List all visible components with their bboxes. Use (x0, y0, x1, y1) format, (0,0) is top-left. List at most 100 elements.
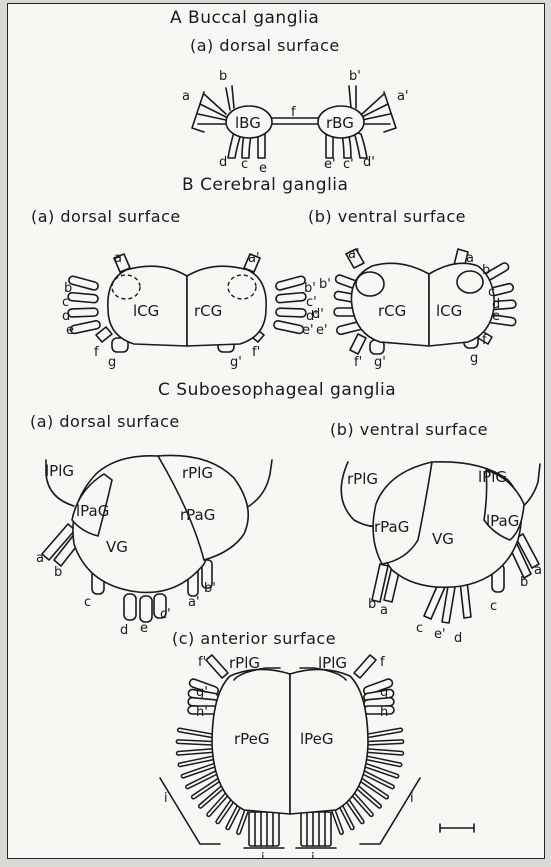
bracket-a-prime (384, 92, 396, 132)
label-i-left: i (164, 791, 168, 806)
label-i-right: i (410, 791, 414, 806)
VG-label-ventral: VG (432, 530, 454, 548)
VG-label: VG (106, 538, 128, 556)
lPlG-label-anterior: lPlG (318, 654, 347, 672)
lCG-label-ventral: lCG (436, 302, 462, 320)
label-j-right: j (310, 851, 315, 858)
section-c-title: C Suboesophageal ganglia (158, 380, 396, 400)
rPlG-label-anterior: rPlG (229, 654, 260, 672)
label-d: d (219, 155, 227, 170)
section-b-dorsal-subtitle: (a) dorsal surface (31, 207, 181, 226)
label-a-v: a (380, 603, 388, 618)
lPeG-label: lPeG (300, 730, 334, 748)
label-b-prime-v: b' (319, 277, 331, 292)
label-c: c (62, 295, 69, 310)
lPlG-label: lPlG (45, 462, 74, 480)
label-f-prime-ant: f' (198, 655, 206, 670)
label-c-prime: c' (343, 157, 354, 172)
label-a-prime: a' (188, 595, 200, 610)
suboesophageal-dorsal-diagram: lPlG rPlG lPaG rPaG VG a b c d e c' a' b… (36, 455, 272, 638)
suboesophageal-anterior-diagram: rPlG lPlG rPeG lPeG f' g' h' i j f g h i… (160, 654, 420, 858)
nerve-j-right (301, 812, 331, 846)
lBG-label: lBG (235, 114, 261, 132)
label-f-v: f (482, 333, 487, 348)
label-b-v: b (482, 263, 490, 278)
label-e: e (66, 323, 74, 338)
label-a: a (36, 551, 44, 566)
label-f-prime: f' (252, 345, 260, 360)
section-b-title: B Cerebral ganglia (182, 175, 348, 195)
rCG-label-ventral: rCG (378, 302, 406, 320)
label-e: e (140, 621, 148, 636)
label-e-prime: e' (302, 323, 314, 338)
buccal-commissure (270, 118, 322, 124)
rCG-label: rCG (194, 302, 222, 320)
bracket-a (192, 92, 204, 132)
label-h-prime-ant: h' (196, 705, 208, 720)
label-f: f (291, 105, 296, 120)
label-c: c (241, 157, 248, 172)
label-e-prime-v: e' (434, 627, 446, 642)
label-g-ant: g (380, 685, 388, 700)
rBG-label: rBG (326, 114, 354, 132)
label-e: e (259, 161, 267, 176)
label-d-prime: d' (363, 155, 375, 170)
label-c-prime: c' (160, 607, 171, 622)
label-a-v2: a (534, 563, 542, 578)
label-d: d (120, 623, 128, 638)
label-a-prime-v: a' (348, 247, 360, 262)
cerebral-ventral-diagram: rCG lCG a' b' d' e' f' g' a b c d e f g (312, 247, 516, 370)
label-b-prime: b' (304, 281, 316, 296)
label-g-prime-v: g' (374, 355, 386, 370)
lCG-label: lCG (133, 302, 159, 320)
label-f: f (94, 345, 99, 360)
label-c: c (84, 595, 91, 610)
label-d-prime-v: d' (312, 307, 324, 322)
buccal-diagram: lBG rBG f a b d c e b' a' e' c' d' (182, 69, 409, 176)
label-c-v: c (416, 621, 423, 636)
section-b-ventral-subtitle: (b) ventral surface (308, 207, 466, 226)
section-c-dorsal-subtitle: (a) dorsal surface (30, 412, 180, 431)
label-a-prime: a' (397, 89, 409, 104)
label-g-prime-ant: g' (196, 685, 208, 700)
label-e-prime-v: e' (316, 323, 328, 338)
nerve-j-left (249, 812, 279, 846)
lPaG-label-ventral: lPaG (486, 512, 519, 530)
label-a: a (182, 89, 190, 104)
rPlG-label-ventral: rPlG (347, 470, 378, 488)
label-b-v2: b (520, 575, 528, 590)
label-d: d (62, 309, 70, 324)
rPaG-label-ventral: rPaG (374, 518, 409, 536)
ganglia-diagram: A Buccal ganglia (a) dorsal surface lBG … (8, 4, 544, 858)
label-b: b (54, 565, 62, 580)
label-g: g (108, 355, 116, 370)
label-a: a (114, 251, 122, 266)
section-c-anterior-subtitle: (c) anterior surface (172, 629, 336, 648)
label-c-v2: c (490, 599, 497, 614)
label-f-ant: f (380, 655, 385, 670)
scale-bar (440, 824, 474, 832)
label-b-v: b (368, 597, 376, 612)
label-b: b (219, 69, 227, 84)
label-b-prime: b' (349, 69, 361, 84)
label-g-prime: g' (230, 355, 242, 370)
label-a-v: a (466, 251, 474, 266)
label-a-prime: a' (248, 251, 260, 266)
label-e-v: e (492, 309, 500, 324)
section-c-ventral-subtitle: (b) ventral surface (330, 420, 488, 439)
lPlG-label-ventral: lPlG (478, 468, 507, 486)
suboesophageal-ventral-diagram: rPlG lPlG rPaG VG lPaG b a c e' d c b a (341, 462, 542, 646)
label-g-v: g (470, 351, 478, 366)
label-d-v: d (454, 631, 462, 646)
cerebral-dorsal-diagram: lCG rCG a b c d e f g a' b' c' d' e' g' … (62, 251, 318, 370)
figure-panel: A Buccal ganglia (a) dorsal surface lBG … (7, 3, 545, 859)
label-f-prime-v: f' (354, 355, 362, 370)
section-a-title: A Buccal ganglia (170, 8, 319, 28)
lPaG-label: lPaG (76, 502, 109, 520)
label-b-prime: b' (204, 581, 216, 596)
label-h-ant: h (380, 705, 388, 720)
rPeG-label: rPeG (234, 730, 270, 748)
rPaG-label: rPaG (180, 506, 215, 524)
label-b: b (64, 281, 72, 296)
label-j-left: j (260, 851, 265, 858)
